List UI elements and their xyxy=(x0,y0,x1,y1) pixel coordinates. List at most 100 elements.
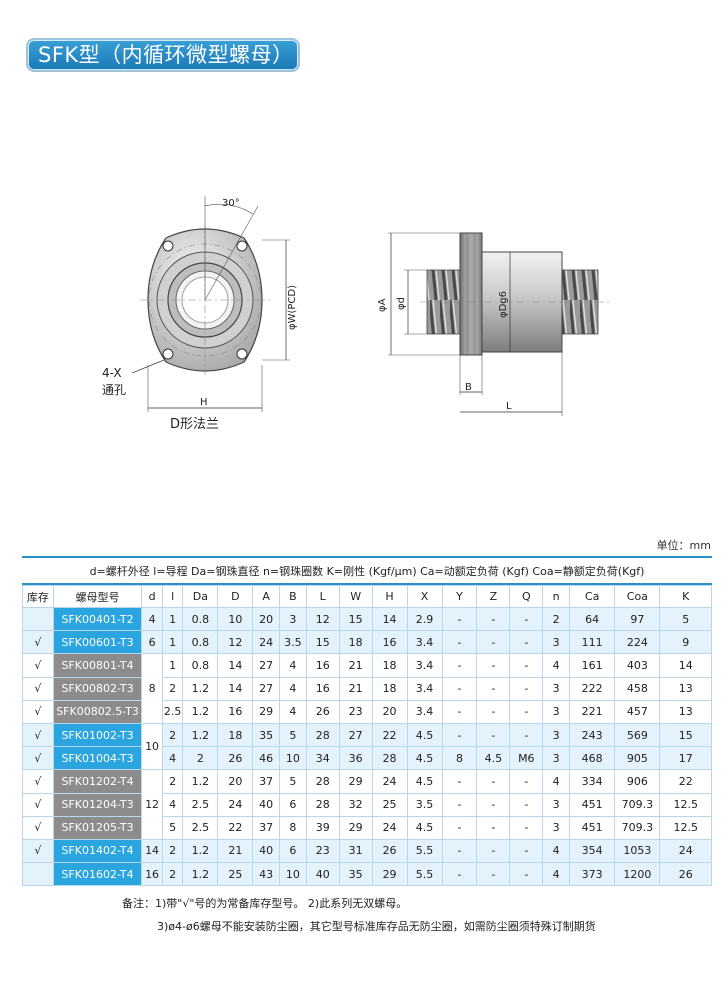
value-cell-a: 37 xyxy=(252,815,281,840)
value-cell-n: 2 xyxy=(542,606,570,632)
note-line-1: 备注：1)带"√"号的为常备库存型号。 2)此系列无双螺母。 xyxy=(122,897,408,910)
value-cell-h: 14 xyxy=(371,606,408,632)
value-cell-x: 5.5 xyxy=(406,838,443,864)
value-cell-coa: 458 xyxy=(614,676,661,701)
value-cell-n: 3 xyxy=(542,815,570,840)
value-cell-coa: 457 xyxy=(614,699,661,724)
value-cell-z: - xyxy=(476,815,511,840)
value-cell-d: 10 xyxy=(141,722,163,771)
col-header: H xyxy=(371,585,408,608)
value-cell-l: 28 xyxy=(305,792,340,817)
value-cell-k: 24 xyxy=(659,838,712,864)
value-cell-h: 20 xyxy=(371,699,408,724)
value-cell-l: 5 xyxy=(161,815,184,840)
value-cell-n: 3 xyxy=(542,630,570,655)
value-cell-b: 8 xyxy=(279,815,307,840)
value-cell-k: 15 xyxy=(659,722,712,748)
value-cell-da: 1.2 xyxy=(182,722,219,748)
table-header-row: 库存 螺母型号 d l Da D A B L W H X Y Z Q n Ca … xyxy=(22,585,712,608)
col-header: Y xyxy=(441,585,478,608)
value-cell-da: 2 xyxy=(182,746,219,771)
value-cell-w: 21 xyxy=(338,653,373,678)
value-cell-a: 40 xyxy=(252,838,281,864)
value-cell-a: 27 xyxy=(252,653,281,678)
col-header: l xyxy=(161,585,184,608)
value-cell-w: 35 xyxy=(338,862,373,887)
value-cell-d: 4 xyxy=(141,606,163,632)
value-cell-coa: 709.3 xyxy=(614,792,661,817)
value-cell-h: 25 xyxy=(371,792,408,817)
value-cell-y: - xyxy=(441,699,478,724)
value-cell-w: 29 xyxy=(338,769,373,794)
value-cell-n: 3 xyxy=(542,722,570,748)
value-cell-ca: 222 xyxy=(568,676,616,701)
value-cell-y: 8 xyxy=(441,746,478,771)
value-cell-ca: 373 xyxy=(568,862,616,887)
value-cell-d: 18 xyxy=(217,722,254,748)
value-cell-ca: 221 xyxy=(568,699,616,724)
value-cell-b: 4 xyxy=(279,699,307,724)
value-cell-z: - xyxy=(476,769,511,794)
value-cell-q: - xyxy=(509,792,544,817)
value-cell-x: 4.5 xyxy=(406,722,443,748)
value-cell-ca: 451 xyxy=(568,815,616,840)
value-cell-d: 22 xyxy=(217,815,254,840)
value-cell-d: 14 xyxy=(217,653,254,678)
value-cell-ca: 161 xyxy=(568,653,616,678)
value-cell-d: 21 xyxy=(217,838,254,864)
value-cell-ca: 111 xyxy=(568,630,616,655)
col-header: Ca xyxy=(568,585,616,608)
value-cell-a: 27 xyxy=(252,676,281,701)
value-cell-ca: 468 xyxy=(568,746,616,771)
value-cell-da: 2.5 xyxy=(182,815,219,840)
svg-text:B: B xyxy=(465,382,472,393)
value-cell-z: 4.5 xyxy=(476,746,511,771)
value-cell-a: 29 xyxy=(252,699,281,724)
value-cell-ca: 243 xyxy=(568,722,616,748)
value-cell-coa: 403 xyxy=(614,653,661,678)
col-header: d xyxy=(141,585,163,608)
value-cell-w: 21 xyxy=(338,676,373,701)
col-header: K xyxy=(659,585,712,608)
svg-text:L: L xyxy=(506,401,512,412)
col-header: B xyxy=(279,585,307,608)
value-cell-b: 6 xyxy=(279,792,307,817)
value-cell-ca: 334 xyxy=(568,769,616,794)
stock-cell: √ xyxy=(22,630,54,655)
value-cell-a: 40 xyxy=(252,792,281,817)
model-cell: SFK00802.5-T3 xyxy=(52,699,143,724)
value-cell-n: 3 xyxy=(542,792,570,817)
value-cell-l: 2 xyxy=(161,769,184,794)
value-cell-a: 37 xyxy=(252,769,281,794)
value-cell-h: 28 xyxy=(371,746,408,771)
value-cell-b: 4 xyxy=(279,676,307,701)
value-cell-y: - xyxy=(441,676,478,701)
col-header: A xyxy=(252,585,281,608)
value-cell-k: 17 xyxy=(659,746,712,771)
value-cell-w: 36 xyxy=(338,746,373,771)
stock-cell: √ xyxy=(22,699,54,724)
value-cell-coa: 906 xyxy=(614,769,661,794)
value-cell-l: 34 xyxy=(305,746,340,771)
model-cell: SFK00401-T2 xyxy=(52,606,143,632)
value-cell-coa: 97 xyxy=(614,606,661,632)
value-cell-q: - xyxy=(509,838,544,864)
col-header: n xyxy=(542,585,570,608)
value-cell-k: 14 xyxy=(659,653,712,678)
value-cell-l: 23 xyxy=(305,838,340,864)
value-cell-h: 26 xyxy=(371,838,408,864)
value-cell-da: 1.2 xyxy=(182,676,219,701)
value-cell-q: - xyxy=(509,862,544,887)
value-cell-y: - xyxy=(441,792,478,817)
col-header: 库存 xyxy=(22,585,54,608)
value-cell-q: - xyxy=(509,722,544,748)
value-cell-k: 9 xyxy=(659,630,712,655)
value-cell-da: 2.5 xyxy=(182,792,219,817)
value-cell-l: 2.5 xyxy=(161,699,184,724)
value-cell-q: - xyxy=(509,676,544,701)
